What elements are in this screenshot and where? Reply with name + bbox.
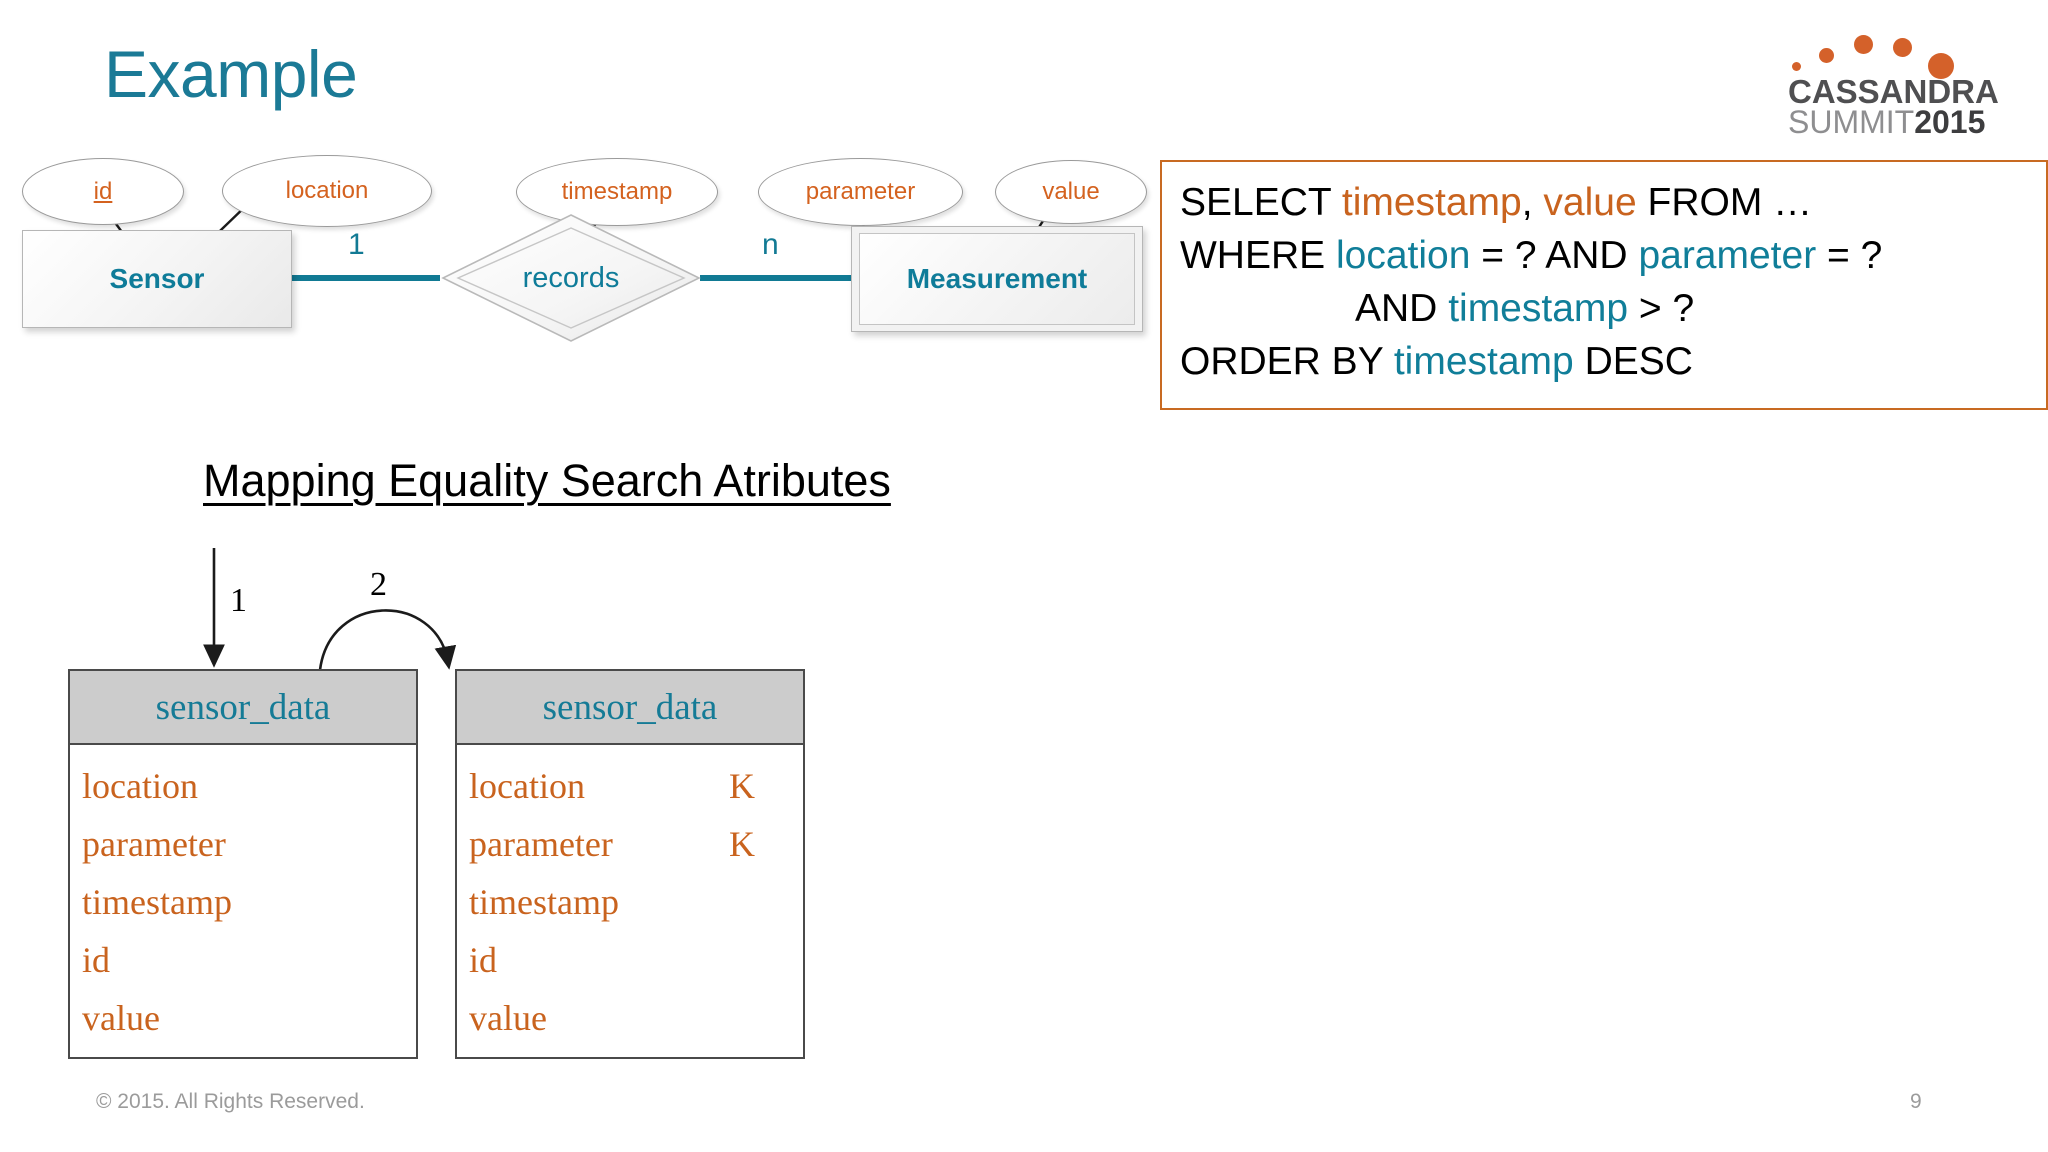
cql-column-name: value	[82, 998, 160, 1038]
er-entity-measurement-label: Measurement	[906, 263, 1088, 294]
cql-token: timestamp	[1393, 340, 1574, 383]
cql-table-2-row: location K	[457, 757, 803, 815]
er-entity-measurement: Measurement	[851, 226, 1143, 332]
cql-column-name: parameter	[82, 824, 226, 864]
cql-token: = ? AND	[1470, 234, 1639, 277]
cql-token: > ?	[1628, 287, 1695, 330]
er-attribute-parameter: parameter	[758, 158, 963, 226]
cql-token: location	[1336, 234, 1471, 277]
cql-column-name: value	[469, 998, 547, 1038]
er-attribute-value: value	[995, 160, 1147, 224]
er-attribute-timestamp-label: timestamp	[561, 178, 673, 205]
cql-table-2: sensor_data location K parameter K times…	[455, 669, 805, 1059]
cql-table-2-title: sensor_data	[457, 671, 803, 745]
page-title: Example	[104, 37, 358, 111]
cql-table-1-body: location parameter timestamp id	[70, 745, 416, 1047]
cql-token: timestamp	[1341, 181, 1522, 224]
er-entity-sensor-label: Sensor	[109, 263, 205, 294]
er-attribute-value-label: value	[1042, 178, 1100, 205]
cql-table-1-row: timestamp	[70, 873, 416, 931]
logo-year: 2015	[1914, 104, 1986, 141]
cql-column-name: location	[82, 766, 198, 806]
er-attribute-id-label: id	[93, 177, 113, 205]
cql-token: parameter	[1638, 234, 1817, 277]
cql-token: value	[1543, 181, 1637, 224]
cql-token: AND	[1355, 287, 1449, 330]
footer-page-number: 9	[1910, 1090, 1922, 1113]
er-attribute-location-label: location	[285, 177, 369, 204]
cql-table-1-row: parameter	[70, 815, 416, 873]
er-attribute-parameter-label: parameter	[805, 178, 916, 205]
cql-column-name: parameter	[469, 824, 613, 864]
er-cardinality-right: n	[762, 228, 779, 261]
er-diagram: id location timestamp parameter value Se…	[0, 150, 1160, 400]
cql-column-key: K	[729, 766, 755, 806]
cql-column-name: timestamp	[469, 882, 619, 922]
mapping-heading: Mapping Equality Search Atributes	[203, 455, 891, 506]
er-attribute-location: location	[222, 155, 432, 227]
cql-column-name: location	[469, 766, 585, 806]
cql-query-line-2: WHERE location = ? AND parameter = ?	[1180, 229, 2028, 282]
cql-token: FROM …	[1636, 181, 1813, 224]
cql-token: DESC	[1573, 340, 1693, 383]
cql-table-2-row: id	[457, 931, 803, 989]
cql-query-line-3: AND timestamp > ?	[1180, 282, 2028, 335]
cql-token: SELECT	[1180, 181, 1342, 224]
er-attribute-id: id	[22, 158, 184, 225]
cql-table-1-row: id	[70, 931, 416, 989]
cql-table-1-row: location	[70, 757, 416, 815]
cql-column-key: K	[729, 824, 755, 864]
cql-table-2-row: parameter K	[457, 815, 803, 873]
er-cardinality-left: 1	[348, 228, 365, 261]
logo-summit-word: SUMMIT	[1788, 104, 1915, 141]
logo-dots-icon	[1788, 26, 1978, 79]
cql-token: timestamp	[1448, 287, 1629, 330]
cql-query-box: SELECT timestamp, value FROM … WHERE loc…	[1160, 160, 2048, 410]
cql-token: ,	[1521, 181, 1544, 224]
logo-line-summit: SUMMIT2015	[1788, 104, 1985, 141]
cql-query-line-1: SELECT timestamp, value FROM …	[1180, 176, 2028, 229]
cql-table-2-row: timestamp	[457, 873, 803, 931]
cql-column-name: timestamp	[82, 882, 232, 922]
mapping-arrows: 1 2	[190, 540, 620, 670]
arrow-label-1: 1	[230, 582, 247, 619]
logo-line-cassandra: CASSANDRA	[1788, 73, 1999, 110]
footer-copyright: © 2015. All Rights Reserved.	[96, 1090, 365, 1113]
cql-table-2-row: value	[457, 989, 803, 1047]
cql-query-line-4: ORDER BY timestamp DESC	[1180, 335, 2028, 388]
cql-token: ORDER BY	[1180, 340, 1394, 383]
er-relationship-records: records	[440, 212, 702, 344]
cql-token: WHERE	[1180, 234, 1336, 277]
cql-column-name: id	[469, 940, 498, 980]
er-relationship-records-label: records	[522, 261, 620, 294]
cql-table-1: sensor_data location parameter timestamp	[68, 669, 418, 1059]
cql-token: = ?	[1816, 234, 1883, 277]
cql-table-1-row: value	[70, 989, 416, 1047]
er-entity-sensor: Sensor	[22, 230, 292, 328]
er-entity-measurement-inner: Measurement	[859, 233, 1135, 325]
cql-table-1-title: sensor_data	[70, 671, 416, 745]
cql-column-name: id	[82, 940, 111, 980]
cql-table-2-body: location K parameter K timestamp id	[457, 745, 803, 1047]
er-attribute-timestamp: timestamp	[516, 158, 718, 226]
arrow-label-2: 2	[370, 566, 387, 603]
cassandra-summit-logo: CASSANDRA SUMMIT2015	[1788, 26, 1999, 146]
